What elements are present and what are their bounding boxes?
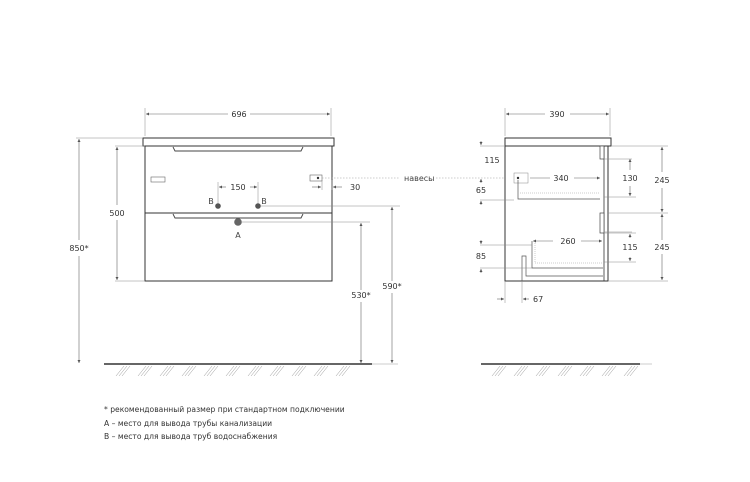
dim-lower-drawer-260: 260 <box>533 237 602 246</box>
drain-height-value: 530* <box>351 291 370 300</box>
siphon-offset-value: 67 <box>533 295 543 304</box>
width-value: 696 <box>231 110 246 119</box>
note-supply-point: B – место для вывода труб водоснабжения <box>104 432 278 441</box>
side-handle-top <box>599 145 605 160</box>
siphon-pipe <box>521 255 603 281</box>
lower-gap-value: 85 <box>476 252 486 261</box>
dim-supply-height-590: 590* <box>382 207 402 363</box>
lower-drawer-depth-value: 260 <box>560 237 575 246</box>
hanger-depth-value: 340 <box>553 174 568 183</box>
legend-notes: * рекомендованный размер при стандартном… <box>104 403 345 444</box>
lower-drawer-height-value: 115 <box>622 243 637 252</box>
upper-drawer <box>517 180 600 200</box>
dim-width-696: 696 <box>144 108 332 136</box>
side-hanger-bracket <box>513 172 529 184</box>
dim-upper-drawer-130: 130 <box>604 159 638 198</box>
supply-label-left: B <box>208 197 214 206</box>
upper-drawer-value: 130 <box>622 174 637 183</box>
dim-depth-390: 390 <box>504 108 611 136</box>
side-handle-bottom <box>599 212 605 234</box>
top-drawer-handle <box>172 146 304 152</box>
floor-side <box>481 363 652 377</box>
dim-pipe-spacing-150: 150 <box>217 182 259 205</box>
hanger-gap-value: 65 <box>476 186 486 195</box>
drain-label: A <box>235 231 241 240</box>
depth-value: 390 <box>549 110 564 119</box>
dim-siphon-offset-67: 67 <box>497 281 543 304</box>
dim-drain-height-530: 530* <box>351 223 371 363</box>
supply-label-right: B <box>261 197 267 206</box>
supply-point-left <box>215 203 221 209</box>
top-offset-value: 115 <box>484 156 499 165</box>
note-drain-point: A – место для вывода трубы канализации <box>104 418 273 428</box>
dim-hanger-depth-340: 340 <box>530 174 600 183</box>
body-height-value: 500 <box>109 209 124 218</box>
dim-lower-gap-85: 85 <box>476 240 532 273</box>
total-height-value: 850* <box>69 244 88 253</box>
dim-hanger-gap-65: 65 <box>476 186 514 205</box>
left-hanger <box>150 176 166 183</box>
dim-top-offset-115: 115 <box>479 141 505 183</box>
dim-upper-section-245: 245 <box>654 147 670 212</box>
lower-section-value: 245 <box>654 243 669 252</box>
supply-height-value: 590* <box>382 282 401 291</box>
side-countertop <box>504 137 612 147</box>
pipe-spacing-value: 150 <box>230 183 245 192</box>
dim-lower-section-245: 245 <box>654 214 670 280</box>
bottom-drawer-handle <box>172 213 304 219</box>
note-recommended-size: * рекомендованный размер при стандартном… <box>104 405 345 414</box>
supply-point-right <box>255 203 261 209</box>
countertop <box>142 137 335 147</box>
side-cabinet-body <box>504 145 609 282</box>
side-view: 390 340 115 <box>476 108 670 377</box>
dim-hanger-30: 30 <box>312 180 360 192</box>
dim-height-500: 500 <box>109 145 145 282</box>
upper-section-value: 245 <box>654 176 669 185</box>
hanger-label: навесы <box>404 174 434 183</box>
drain-point <box>234 218 242 226</box>
floor-front <box>104 363 398 377</box>
front-view: 696 30 150 <box>69 108 402 377</box>
dim-total-height-850: 850* <box>69 137 143 363</box>
dim-lower-drawer-115: 115 <box>604 232 638 263</box>
hanger-offset-value: 30 <box>350 183 360 192</box>
